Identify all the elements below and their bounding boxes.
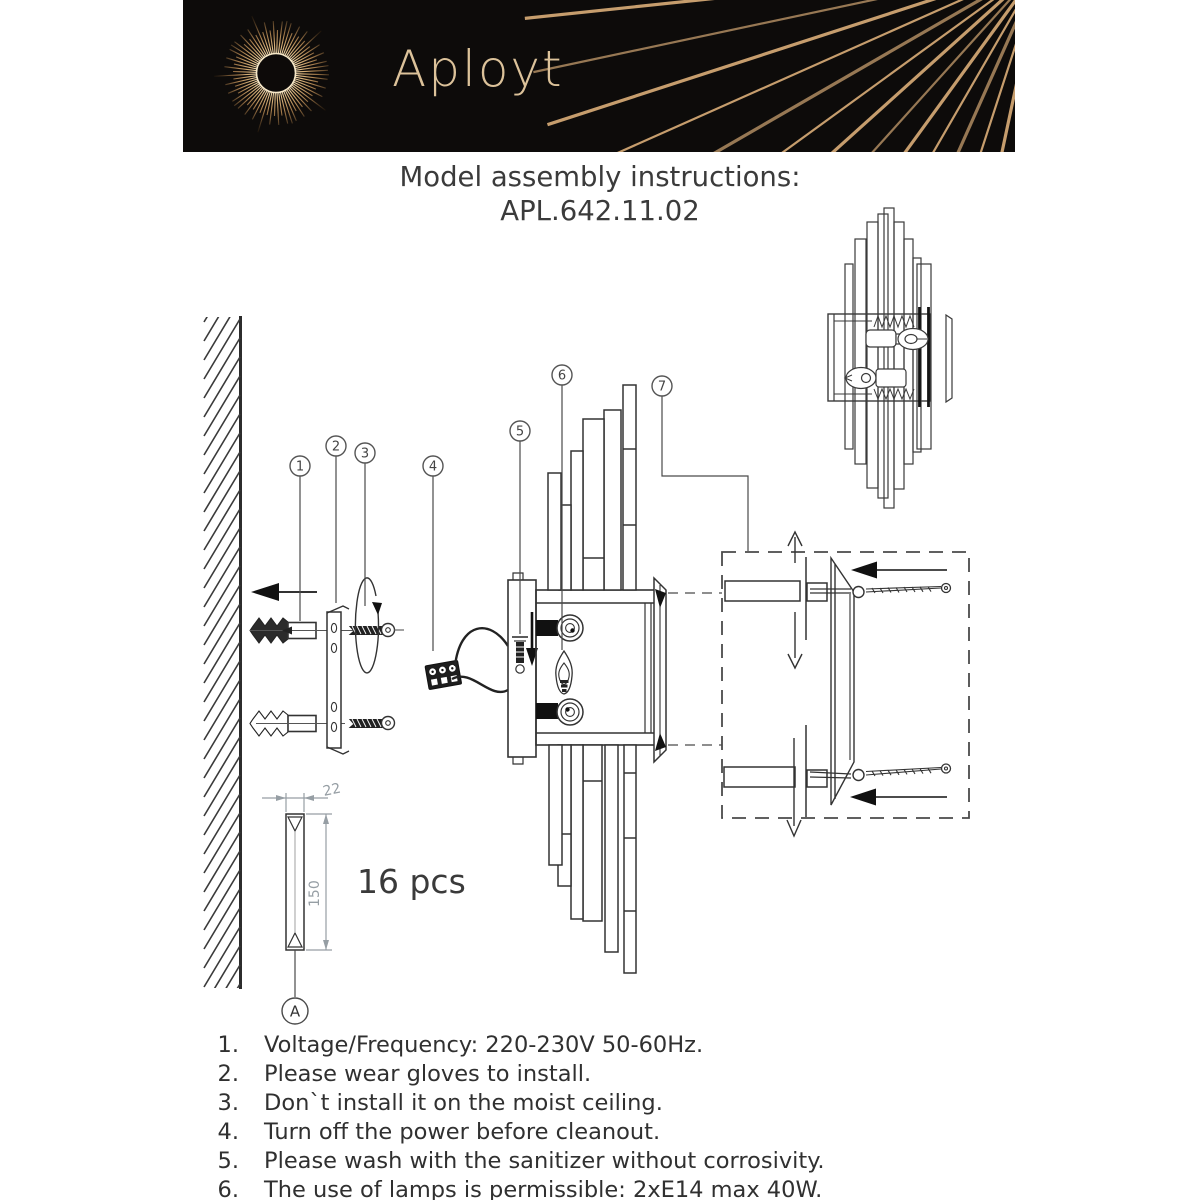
model-number: APL.642.11.02: [500, 195, 700, 227]
wall-hatch-pattern: [203, 317, 241, 988]
mounting-bracket-strip: [326, 605, 350, 755]
callout-2-label: 2: [332, 440, 340, 455]
callout-4-label: 4: [429, 460, 437, 475]
instruction-text: Please wash with the sanitizer without c…: [264, 1148, 825, 1175]
callout-1-label: 1: [296, 460, 304, 475]
callout-leader-lines: [299, 385, 749, 651]
rod-height-dimension: 150: [307, 880, 323, 907]
cover-screw-bottom: [865, 763, 952, 777]
sunburst-logo-icon: [214, 15, 329, 133]
slide-rails: [723, 557, 828, 817]
instruction-item: 1. Voltage/Frequency: 220-230V 50-60Hz.: [203, 1031, 824, 1060]
terminal-block: [424, 660, 462, 690]
instruction-number: 5.: [217, 1148, 239, 1175]
callout-7-label: 7: [658, 380, 666, 395]
title-line1: Model assembly instructions:: [399, 161, 801, 193]
instruction-text: Don`t install it on the moist ceiling.: [264, 1090, 663, 1117]
cover-plate: [809, 555, 865, 806]
lamp-bracket-box: [535, 589, 658, 746]
instruction-number: 2.: [217, 1061, 239, 1088]
crystal-rods-top: [547, 384, 637, 591]
instruction-number: 4.: [217, 1119, 239, 1146]
instruction-item: 3. Don`t install it on the moist ceiling…: [203, 1089, 824, 1118]
rotation-arrow-icon: [354, 577, 382, 674]
callout-6: 6: [551, 364, 573, 386]
wires: [451, 627, 510, 694]
insert-arrow-top-icon: [851, 561, 947, 579]
wall-anchor-bottom: [249, 710, 345, 737]
mounting-screw-top: [348, 622, 404, 638]
slide-arrows-icon: [786, 530, 803, 838]
instructions-list: 1. Voltage/Frequency: 220-230V 50-60Hz. …: [203, 1031, 825, 1200]
rod-quantity-label: 16 pcs: [357, 862, 466, 901]
dimension-height: [306, 813, 332, 951]
instruction-item: 2. Please wear gloves to install.: [203, 1060, 824, 1089]
lamp-socket-bottom: [536, 698, 584, 726]
instruction-number: 1.: [217, 1032, 239, 1058]
callout-5: 5: [509, 420, 531, 442]
assembled-bulb-bottom: [843, 366, 907, 390]
cover-screw-top: [865, 582, 952, 594]
rod-part-detail: [262, 793, 332, 1025]
callout-2: 2: [325, 435, 347, 457]
page-title: Model assembly instructions: APL.642.11.…: [0, 160, 1200, 228]
callout-5-label: 5: [516, 425, 524, 440]
instruction-text: The use of lamps is permissible: 2xE14 m…: [264, 1177, 823, 1200]
detail-view-box: [668, 530, 970, 838]
instruction-text: Please wear gloves to install.: [264, 1061, 592, 1088]
callout-4: 4: [422, 455, 444, 477]
instruction-item: 4. Turn off the power before cleanout.: [203, 1118, 824, 1147]
brand-logo-text: Aployt: [392, 40, 564, 98]
exploded-assembly-diagram: [203, 207, 970, 1025]
wall-section: [203, 316, 242, 989]
header-banner: [183, 0, 1015, 152]
rod-part-label: A: [290, 1003, 301, 1021]
insert-arrow-bottom-icon: [850, 788, 947, 806]
mounting-screw-bottom: [348, 715, 396, 731]
dimension-width: [262, 793, 328, 812]
callout-6-label: 6: [558, 369, 566, 384]
lamp-side-flange: [653, 576, 667, 764]
rod-width-dimension: 22: [322, 781, 343, 800]
instruction-number: 6.: [217, 1177, 239, 1200]
callout-7: 7: [651, 375, 673, 397]
instruction-item: 5. Please wash with the sanitizer withou…: [203, 1147, 825, 1176]
assembled-bulb-top: [865, 327, 929, 351]
instruction-text: Turn off the power before cleanout.: [264, 1119, 661, 1146]
callout-3: 3: [354, 442, 376, 464]
instruction-item: 6. The use of lamps is permissible: 2xE1…: [203, 1176, 824, 1200]
assembled-lamp-view: [827, 207, 953, 509]
callout-1: 1: [289, 455, 311, 477]
lamp-socket-top: [536, 614, 584, 642]
rays-decoration-icon: [524, 0, 1015, 152]
fixing-screw-part5: [512, 636, 528, 674]
instruction-text: Voltage/Frequency: 220-230V 50-60Hz.: [264, 1032, 704, 1058]
candle-bulb: [555, 649, 573, 695]
callout-3-label: 3: [361, 447, 369, 462]
insert-down-arrow-icon: [526, 612, 538, 666]
crystal-rods-bottom: [548, 744, 637, 974]
callout-markers: 1 2 3 4 5 6 7: [289, 364, 673, 477]
wall-direction-arrow-icon: [251, 583, 317, 601]
instruction-number: 3.: [217, 1090, 239, 1117]
